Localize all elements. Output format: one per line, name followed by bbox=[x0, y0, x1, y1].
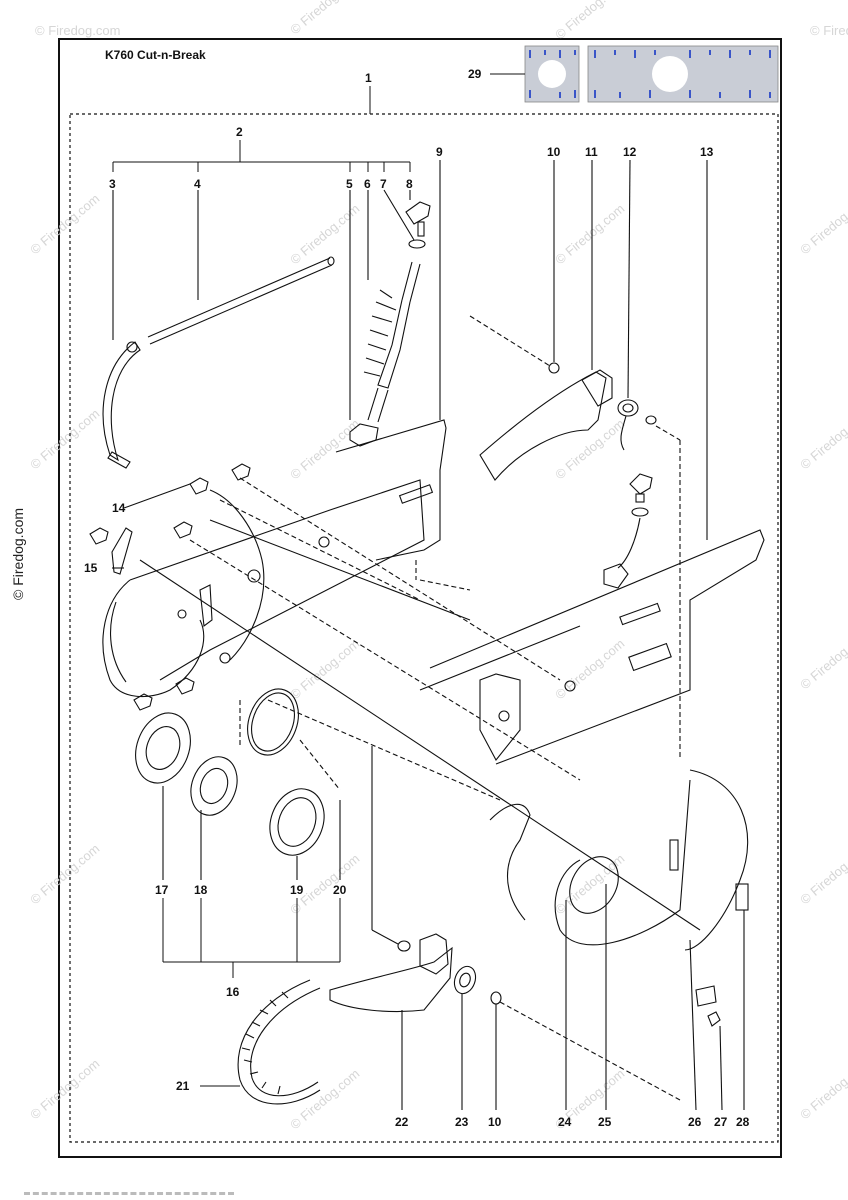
watermark-text: © Firedog.com bbox=[287, 0, 362, 37]
callout-11: 11 bbox=[585, 145, 598, 159]
watermark-text: © Firedog.com bbox=[287, 201, 362, 267]
callout-28: 28 bbox=[736, 1115, 750, 1129]
watermark-text: © Firedog.com bbox=[287, 636, 362, 702]
watermark-text: © Firedog.com bbox=[35, 23, 120, 38]
parts-line-art bbox=[89, 159, 765, 1111]
callout-18: 18 bbox=[194, 883, 208, 897]
callout-29: 29 bbox=[468, 67, 482, 81]
watermark-text: © Firedog.com bbox=[797, 191, 848, 257]
callout-labels: 1 2 3 4 5 6 7 8 9 10 11 12 13 14 15 16 1… bbox=[84, 67, 750, 1129]
callout-10: 10 bbox=[547, 145, 561, 159]
callout-4: 4 bbox=[194, 177, 201, 191]
callout-2: 2 bbox=[236, 125, 243, 139]
callout-24: 24 bbox=[558, 1115, 572, 1129]
watermark-text: © Firedog.com bbox=[552, 0, 627, 42]
callout-2-bracket bbox=[112, 140, 411, 172]
watermark-text: © Firedog.com bbox=[797, 1056, 848, 1122]
watermark-text: © Firedog.com bbox=[27, 406, 102, 472]
callout-16-bracket bbox=[162, 898, 341, 978]
watermark-text: © Firedog.com bbox=[797, 626, 848, 692]
callout-14: 14 bbox=[112, 501, 126, 515]
watermark-text: © Firedog.com bbox=[552, 636, 627, 702]
callout-17: 17 bbox=[155, 883, 169, 897]
callout-16: 16 bbox=[226, 985, 240, 999]
callout-25: 25 bbox=[598, 1115, 612, 1129]
watermark-text: © Firedog.com bbox=[287, 416, 362, 482]
callout-1: 1 bbox=[365, 71, 372, 85]
footer-rule bbox=[24, 1192, 234, 1198]
callout-13: 13 bbox=[700, 145, 714, 159]
callout-15: 15 bbox=[84, 561, 98, 575]
assembly-1-boundary bbox=[69, 113, 779, 1143]
callout-26: 26 bbox=[688, 1115, 702, 1129]
side-watermark: © Firedog.com bbox=[10, 507, 26, 600]
callout-19: 19 bbox=[290, 883, 304, 897]
callout-7: 7 bbox=[380, 177, 387, 191]
decal-part-29 bbox=[490, 45, 779, 103]
watermark-text: © Firedog.com bbox=[27, 1056, 102, 1122]
callout-20: 20 bbox=[333, 883, 347, 897]
callout-22: 22 bbox=[395, 1115, 409, 1129]
diagram-title: K760 Cut-n-Break bbox=[105, 48, 206, 62]
callout-10b: 10 bbox=[488, 1115, 502, 1129]
watermark-grid: © Firedog.com © Firedog.com © Firedog.co… bbox=[27, 0, 848, 1132]
callout-8: 8 bbox=[406, 177, 413, 191]
watermark-text: © Firedog.com bbox=[552, 851, 627, 917]
watermark-text: © Firedog.com bbox=[27, 841, 102, 907]
watermark-text: © Firedog.com bbox=[27, 191, 102, 257]
callout-9: 9 bbox=[436, 145, 443, 159]
watermark-text: © Firedog.com bbox=[552, 416, 627, 482]
watermark-text: © Firedog.com bbox=[797, 841, 848, 907]
diagram-frame bbox=[58, 38, 782, 1158]
callout-12: 12 bbox=[623, 145, 637, 159]
callout-21: 21 bbox=[176, 1079, 190, 1093]
watermark-text: © Firedog.com bbox=[552, 201, 627, 267]
callout-3: 3 bbox=[109, 177, 116, 191]
callout-6: 6 bbox=[364, 177, 371, 191]
callout-5: 5 bbox=[346, 177, 353, 191]
watermark-text: © Firedog.com bbox=[287, 1066, 362, 1132]
callout-23: 23 bbox=[455, 1115, 469, 1129]
callout-27: 27 bbox=[714, 1115, 728, 1129]
watermark-text: © Firedog.com bbox=[797, 406, 848, 472]
watermark-text: © Firedog.com bbox=[810, 23, 848, 38]
